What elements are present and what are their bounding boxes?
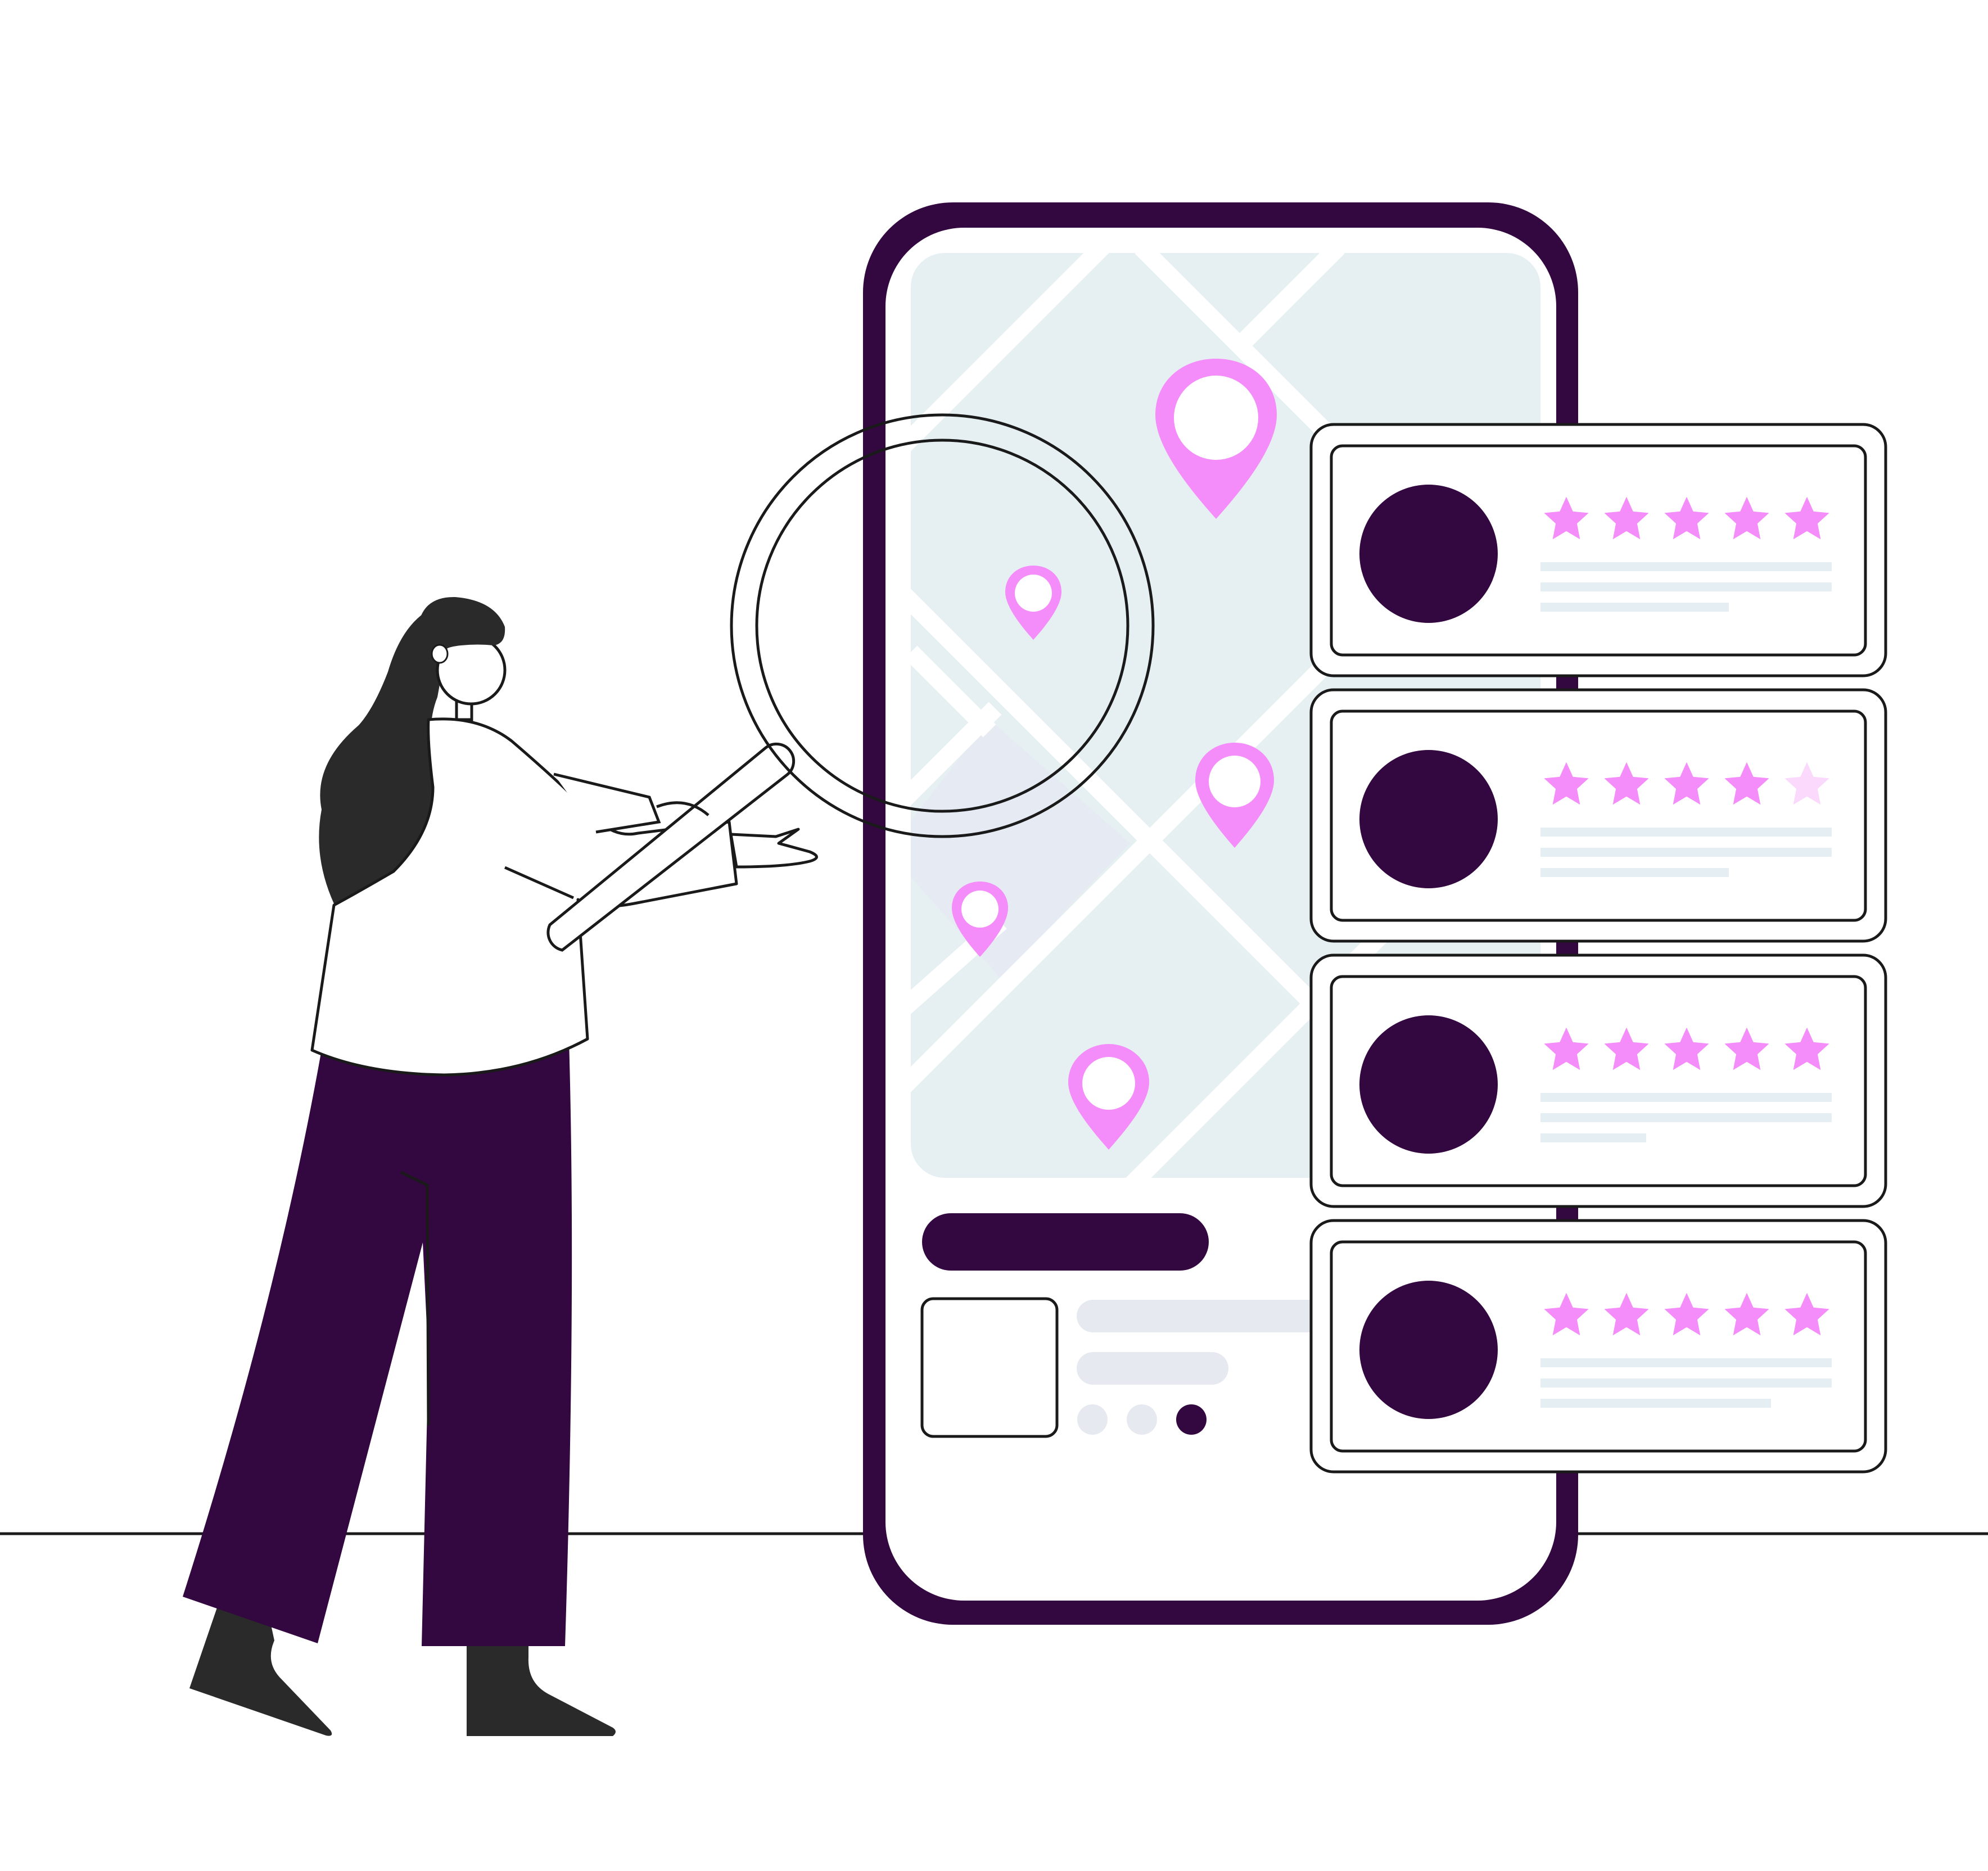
carousel-dots[interactable] — [1077, 1404, 1207, 1435]
text-placeholder-line — [1540, 1093, 1832, 1102]
text-placeholder-line — [1540, 582, 1832, 591]
title-bar — [922, 1213, 1209, 1271]
magnifier-icon[interactable] — [546, 413, 1155, 952]
avatar — [1359, 1281, 1498, 1419]
text-placeholder-line — [1540, 1113, 1832, 1122]
map-pin-icon[interactable] — [952, 882, 1008, 957]
text-placeholder-line — [1540, 603, 1729, 612]
review-card[interactable] — [1309, 423, 1887, 677]
carousel-dot[interactable] — [1077, 1404, 1108, 1435]
magnifier-ring — [730, 413, 1155, 838]
magnifier-handle — [546, 742, 796, 952]
thumbnail-box[interactable] — [920, 1297, 1059, 1438]
review-list — [1309, 423, 1887, 1474]
woman-figure — [183, 413, 1155, 1736]
avatar — [1359, 750, 1498, 888]
map-pin-icon[interactable] — [1195, 743, 1274, 848]
text-placeholder-line — [1540, 562, 1832, 571]
head — [417, 596, 507, 706]
text-placeholder-line — [1540, 1379, 1832, 1388]
text-placeholder-line — [1540, 1399, 1771, 1408]
right-shoe — [467, 1625, 616, 1736]
hand — [729, 828, 818, 869]
avatar — [1359, 485, 1498, 623]
text-placeholder-line — [1540, 828, 1832, 837]
map-pin-icon[interactable] — [1005, 566, 1061, 640]
review-card[interactable] — [1309, 953, 1887, 1208]
left-shoe — [189, 1601, 332, 1736]
review-card[interactable] — [1309, 688, 1887, 943]
text-placeholder-line — [1540, 848, 1832, 857]
map-pin-icon[interactable] — [1068, 1044, 1149, 1150]
skeleton-line — [1077, 1352, 1228, 1385]
pants — [183, 1040, 572, 1646]
carousel-dot[interactable] — [1127, 1404, 1157, 1435]
map-pin-icon[interactable] — [1155, 359, 1277, 519]
shirt — [310, 717, 738, 1077]
carousel-dot[interactable] — [1176, 1404, 1207, 1435]
text-placeholder-line — [1540, 868, 1729, 877]
skeleton-line — [1077, 1300, 1324, 1332]
review-card[interactable] — [1309, 1219, 1887, 1474]
text-placeholder-line — [1540, 1358, 1832, 1367]
text-placeholder-line — [1540, 1133, 1646, 1142]
avatar — [1359, 1015, 1498, 1154]
